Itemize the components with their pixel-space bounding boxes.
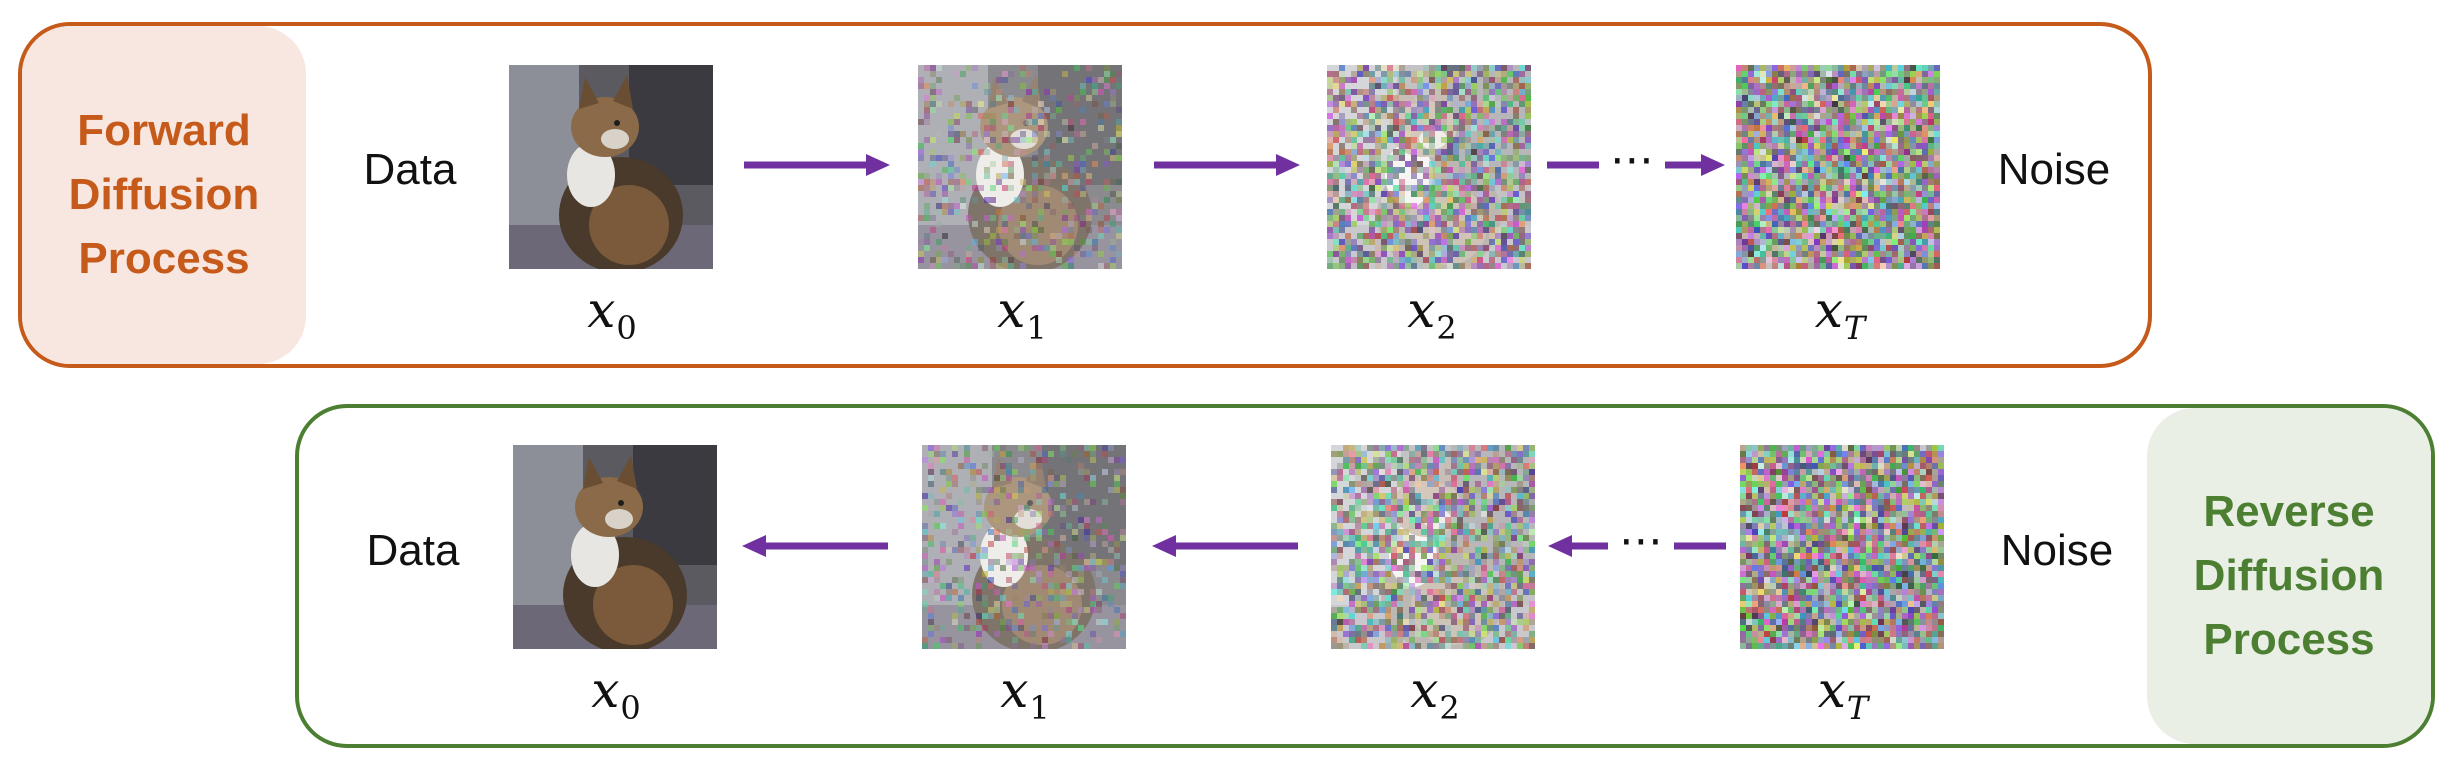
cat-image-graphic [1736,65,1940,269]
reverse-arrow-1-0 [742,535,888,557]
reverse-label-line-3: Process [2203,615,2375,664]
reverse-process-label: Reverse Diffusion Process [2194,480,2385,672]
reverse-label-x0: x0 [591,661,641,727]
forward-label-line-2: Diffusion [68,170,260,219]
forward-label-line-1: Forward [77,106,251,155]
forward-image-x1 [918,65,1122,269]
cat-image-graphic [1327,65,1531,269]
forward-data-word: Data [363,145,457,194]
forward-label-x1: x1 [997,281,1047,347]
reverse-image-x2 [1331,445,1535,649]
cat-image-graphic [513,445,717,649]
reverse-data-word: Data [366,526,460,575]
cat-image-graphic [918,65,1122,269]
forward-label-x0: x0 [587,281,637,347]
forward-image-xT [1736,65,1940,269]
noise-overlay [1331,445,1535,649]
forward-noise-word: Noise [1997,145,2111,194]
reverse-process-label-box: Reverse Diffusion Process [2147,408,2431,744]
reverse-image-x0 [513,445,717,649]
noise-overlay [1736,65,1940,269]
forward-label-line-3: Process [78,234,250,283]
noise-overlay [918,65,1122,269]
reverse-label-x1: x1 [1000,661,1050,727]
reverse-label-line-1: Reverse [2203,487,2375,536]
cat-image-graphic [1331,445,1535,649]
reverse-arrow-2-1 [1152,535,1298,557]
reverse-noise-word: Noise [2000,526,2114,575]
cat-image-graphic [509,65,713,269]
reverse-arrow-T-2-dashed [1548,535,1726,557]
reverse-image-x1 [922,445,1126,649]
reverse-image-xT [1740,445,1944,649]
forward-arrow-2-T-dashed [1547,154,1725,176]
noise-overlay [1740,445,1944,649]
forward-process-label: Forward Diffusion Process [69,99,260,291]
forward-arrow-0-1 [744,154,890,176]
noise-overlay [922,445,1126,649]
forward-image-x0 [509,65,713,269]
forward-arrow-1-2 [1154,154,1300,176]
forward-label-xT: xT [1814,281,1866,347]
cat-image-graphic [1740,445,1944,649]
forward-ellipsis: ⋯ [1610,135,1654,185]
forward-image-x2 [1327,65,1531,269]
cat-image-graphic [922,445,1126,649]
forward-label-x2: x2 [1407,281,1457,347]
forward-process-label-box: Forward Diffusion Process [22,26,306,364]
reverse-ellipsis: ⋯ [1619,516,1663,566]
reverse-label-xT: xT [1817,661,1869,727]
noise-overlay [1327,65,1531,269]
reverse-label-line-2: Diffusion [2193,551,2385,600]
reverse-label-x2: x2 [1410,661,1460,727]
